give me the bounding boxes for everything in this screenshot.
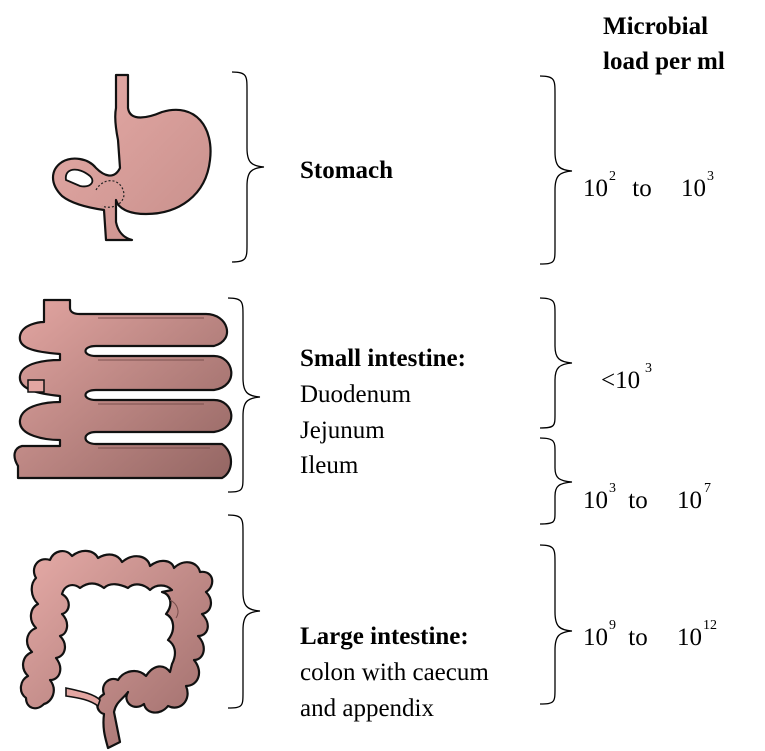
right-brace-large-intestine bbox=[540, 545, 572, 704]
load-base: 10 bbox=[583, 175, 608, 202]
left-brace-large-intestine bbox=[228, 515, 260, 708]
stomach-illustration bbox=[53, 75, 211, 240]
load-exponent-2: 12 bbox=[703, 618, 717, 633]
load-exponent: 9 bbox=[609, 618, 616, 633]
load-to: to bbox=[622, 624, 654, 651]
right-brace-jejunum-ileum bbox=[540, 438, 572, 524]
organ-subtitle-duodenum: Duodenum bbox=[300, 381, 412, 408]
header-line-1: Microbial bbox=[603, 13, 708, 40]
organ-subtitle-jejunum: Jejunum bbox=[300, 417, 385, 444]
load-base-2: 10 bbox=[681, 175, 706, 202]
load-stomach: 10 2 to 10 3 bbox=[583, 169, 714, 202]
right-brace-duodenum bbox=[540, 298, 572, 428]
organ-title-small-intestine: Small intestine: bbox=[300, 345, 466, 372]
load-large-intestine: 10 9 to 10 12 bbox=[583, 618, 717, 651]
load-base-2: 10 bbox=[677, 487, 702, 514]
organ-title-stomach: Stomach bbox=[300, 157, 393, 184]
load-to: to bbox=[626, 175, 658, 202]
large-intestine-illustration bbox=[21, 551, 212, 748]
load-duodenum: <10 3 bbox=[601, 361, 652, 394]
load-exponent-2: 7 bbox=[704, 481, 711, 496]
organ-subtitle-colon: colon with caecum bbox=[300, 659, 489, 686]
header-line-2: load per ml bbox=[603, 48, 725, 75]
load-prefix: <10 bbox=[601, 367, 640, 394]
organ-subtitle-ileum: Ileum bbox=[300, 452, 359, 479]
load-exponent: 3 bbox=[645, 361, 652, 376]
left-brace-small-intestine bbox=[228, 298, 260, 492]
load-jejunum-ileum: 10 3 to 10 7 bbox=[583, 481, 711, 514]
load-exponent-2: 3 bbox=[707, 169, 714, 184]
right-brace-stomach bbox=[540, 76, 572, 264]
load-base: 10 bbox=[583, 624, 608, 651]
load-base: 10 bbox=[583, 487, 608, 514]
organ-subtitle-appendix: and appendix bbox=[300, 695, 434, 722]
organ-title-large-intestine: Large intestine: bbox=[300, 623, 469, 650]
load-exponent: 2 bbox=[609, 169, 616, 184]
small-intestine-illustration bbox=[15, 300, 232, 478]
load-base-2: 10 bbox=[677, 624, 702, 651]
load-to: to bbox=[622, 487, 654, 514]
load-exponent: 3 bbox=[609, 481, 616, 496]
left-brace-stomach bbox=[232, 72, 264, 262]
